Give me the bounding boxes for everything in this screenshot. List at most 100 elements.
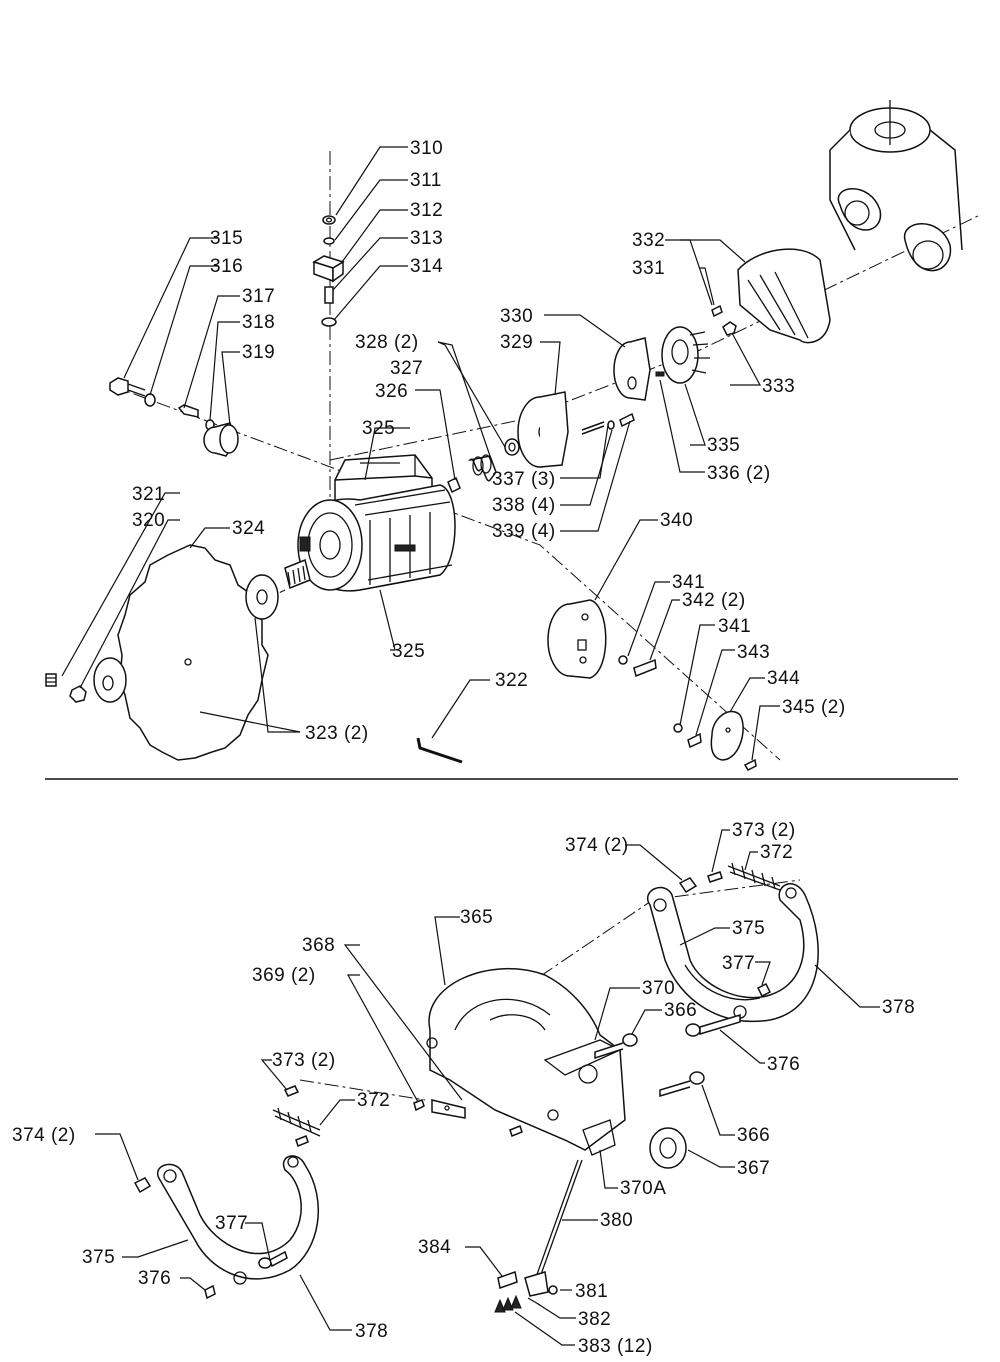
- part-339-screw: [619, 412, 635, 428]
- part-325-motor: [297, 454, 456, 592]
- part-368-plate: [431, 1099, 466, 1119]
- part-384-screw: [497, 1271, 518, 1289]
- callout-325-top: 325: [362, 418, 395, 439]
- part-376-pivot-bolt-right: [685, 1013, 741, 1037]
- part-373-screw-left: [283, 1085, 300, 1097]
- callout-312: 312: [410, 200, 443, 221]
- callout-319: 319: [242, 342, 275, 363]
- callout-345: 345 (2): [782, 697, 846, 718]
- part-327-spring: [468, 454, 497, 482]
- callout-336: 336 (2): [707, 463, 771, 484]
- guard-assembly-drawing: [95, 829, 880, 1346]
- callout-328: 328 (2): [355, 332, 419, 353]
- callout-381: 381: [575, 1281, 608, 1302]
- leader-lines-top: [61, 146, 780, 761]
- part-381-washer: [548, 1285, 558, 1295]
- part-316-washer: [144, 393, 156, 407]
- callout-329: 329: [500, 332, 533, 353]
- part-326-nut: [447, 476, 461, 494]
- part-322-hex-wrench: [416, 737, 463, 764]
- leader-lines-bottom: [95, 829, 880, 1346]
- motor-shaft: [284, 558, 311, 590]
- callout-324: 324: [232, 518, 265, 539]
- motor-assembly-drawing: [45, 100, 981, 771]
- callout-339: 339 (4): [492, 521, 556, 542]
- callout-330: 330: [500, 306, 533, 327]
- callout-317: 317: [242, 286, 275, 307]
- motor-yoke: [829, 100, 963, 272]
- callout-370A: 370A: [620, 1178, 666, 1199]
- callout-366-a: 366: [664, 1000, 697, 1021]
- callout-367: 367: [737, 1158, 770, 1179]
- part-378-lower-guard-right: [647, 883, 819, 1023]
- part-341-washer: [618, 655, 628, 665]
- part-341-washer-b: [673, 723, 683, 733]
- callout-331: 331: [632, 258, 665, 279]
- callout-322: 322: [495, 670, 528, 691]
- part-310-nut: [322, 215, 336, 225]
- callout-377-left: 377: [215, 1213, 248, 1234]
- part-313-screw: [324, 286, 334, 304]
- part-342-screw: [633, 658, 657, 678]
- part-314-washer: [321, 317, 337, 327]
- callout-311: 311: [410, 170, 442, 191]
- part-330-end-bell: [613, 337, 651, 401]
- callout-383: 383 (12): [578, 1336, 653, 1357]
- callout-373-right: 373 (2): [732, 820, 796, 841]
- callout-384: 384: [418, 1237, 451, 1258]
- part-312-block: [312, 255, 345, 283]
- callout-327: 327: [390, 358, 423, 379]
- part-369-screw-b: [509, 1125, 523, 1137]
- part-320-nut: [69, 685, 87, 703]
- part-340-end-plate: [547, 599, 607, 679]
- part-344-plate: [710, 710, 744, 761]
- callout-372-right: 372: [760, 842, 793, 863]
- callout-342: 342 (2): [682, 590, 746, 611]
- callout-320: 320: [132, 510, 165, 531]
- callout-374-right: 374 (2): [565, 835, 629, 856]
- callout-326: 326: [375, 381, 408, 402]
- part-329-flange: [517, 391, 569, 468]
- part-366-bolt-b: [659, 1071, 705, 1098]
- part-323-flange: [93, 574, 279, 703]
- part-338-washer: [607, 420, 615, 430]
- callout-376-right: 376: [767, 1054, 800, 1075]
- callout-labels: 310 311 312 313 314 315 316 317 318 319 …: [12, 138, 915, 1357]
- part-332-fan-cover: [737, 248, 831, 344]
- part-372-spring-left: [272, 1109, 321, 1137]
- callout-377-right: 377: [722, 953, 755, 974]
- callout-314: 314: [410, 256, 443, 277]
- callout-378-right: 378: [882, 997, 915, 1018]
- callout-375-left: 375: [82, 1247, 115, 1268]
- callout-369: 369 (2): [252, 965, 316, 986]
- callout-338: 338 (4): [492, 495, 556, 516]
- callout-365: 365: [460, 907, 493, 928]
- part-382-pin: [527, 1297, 541, 1306]
- part-377-screw-right: [756, 982, 772, 998]
- callout-372-left: 372: [357, 1090, 390, 1111]
- callout-316: 316: [210, 256, 243, 277]
- part-383-bearings: [494, 1294, 522, 1313]
- part-331-screw: [711, 304, 723, 318]
- callout-366-b: 366: [737, 1125, 770, 1146]
- part-317-screw: [177, 404, 199, 418]
- callout-313: 313: [410, 228, 443, 249]
- part-373-screw-left-b: [295, 1135, 309, 1147]
- callout-374-left: 374 (2): [12, 1125, 76, 1146]
- callout-332: 332: [632, 230, 665, 251]
- part-324-saw-blade: [117, 544, 269, 761]
- part-373-screw-right: [707, 871, 723, 883]
- callout-341-b: 341: [718, 616, 751, 637]
- callout-310: 310: [410, 138, 443, 159]
- part-365-upper-guard: [426, 967, 626, 1156]
- part-315-bolt: [109, 377, 146, 397]
- part-335-fan: [661, 326, 710, 384]
- part-333-nut: [722, 321, 737, 336]
- part-369-screw: [413, 1099, 425, 1112]
- callout-325-bottom: 325: [392, 641, 425, 662]
- callout-335: 335: [707, 435, 740, 456]
- callout-341-a: 341: [672, 572, 705, 593]
- callout-343: 343: [737, 642, 770, 663]
